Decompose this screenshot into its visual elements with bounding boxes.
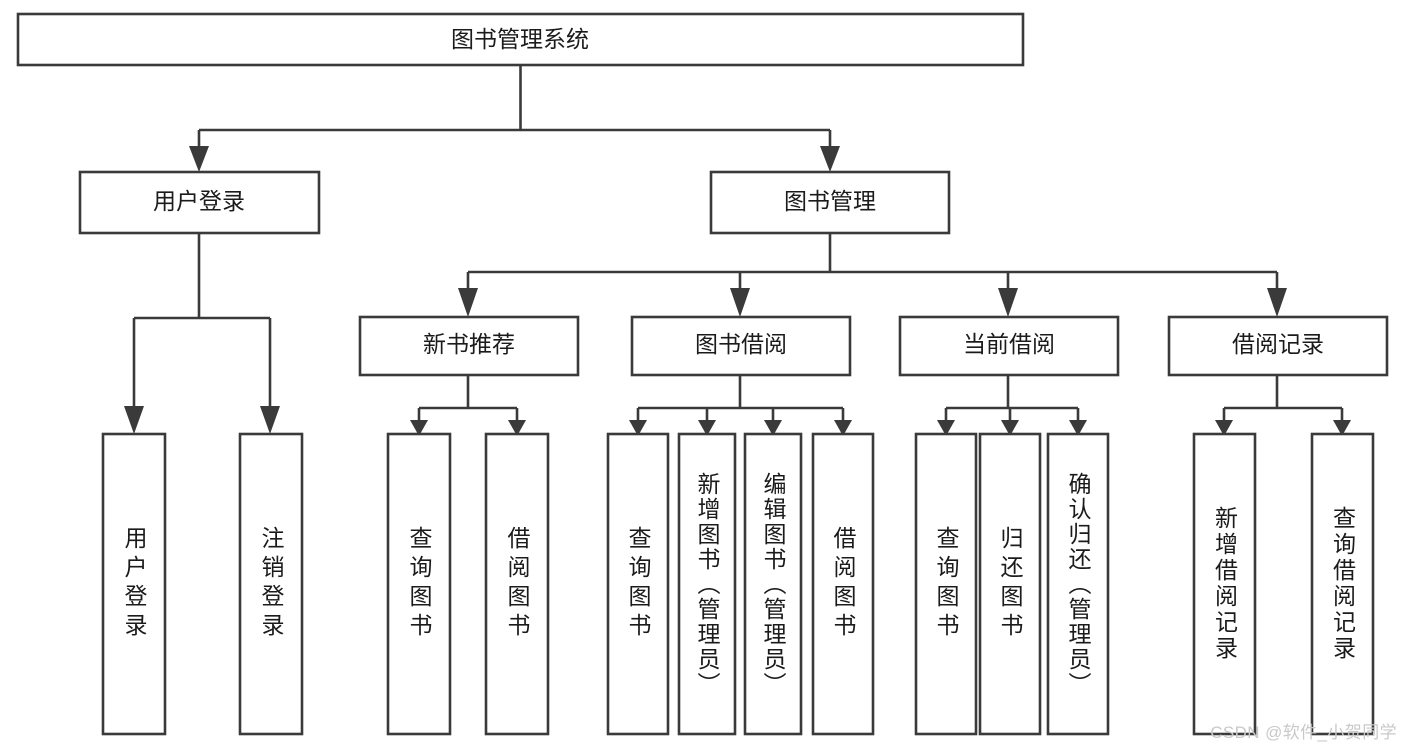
node-new-book-recommend[interactable]: 新书推荐 — [358, 315, 580, 377]
node-new-book-recommend-label: 新书推荐 — [423, 331, 515, 357]
arrowhead-br-leaf-2 — [1333, 420, 1351, 436]
leaf-group-new-book-recommend — [386, 432, 550, 736]
leaf-box-br-query-record[interactable] — [1310, 432, 1375, 736]
arrowhead-leaf-user-login — [124, 406, 144, 434]
arrowhead-nb-leaf-2 — [508, 420, 526, 436]
arrowhead-cb-leaf-2 — [1001, 420, 1019, 436]
leaf-box-user-login[interactable] — [101, 432, 167, 736]
arrowhead-new-book — [458, 288, 478, 317]
node-book-borrow[interactable]: 图书借阅 — [630, 315, 852, 377]
arrowhead-group — [124, 146, 1351, 436]
node-book-borrow-label: 图书借阅 — [695, 331, 787, 357]
leaf-box-bb-edit-book[interactable] — [743, 432, 803, 736]
leaf-box-nb-query-book[interactable] — [386, 432, 452, 736]
node-book-borrow-box[interactable] — [630, 315, 852, 377]
node-root-box[interactable] — [16, 12, 1025, 67]
leaf-box-logout[interactable] — [238, 432, 304, 736]
node-borrow-record[interactable]: 借阅记录 — [1167, 315, 1389, 377]
node-book-manage-box[interactable] — [709, 170, 951, 235]
leaf-box-cb-confirm-return[interactable] — [1046, 432, 1110, 736]
node-current-borrow-label: 当前借阅 — [963, 331, 1055, 357]
leaf-box-cb-query-book[interactable] — [914, 432, 978, 736]
leaf-group-current-borrow — [914, 432, 1110, 736]
node-current-borrow[interactable]: 当前借阅 — [898, 315, 1120, 377]
node-user-login-box[interactable] — [78, 170, 321, 235]
node-book-manage[interactable]: 图书管理 — [709, 170, 951, 235]
leaf-group-borrow-record — [1192, 432, 1375, 736]
arrowhead-user-login — [189, 146, 209, 172]
arrowhead-bb-leaf-1 — [629, 420, 647, 436]
leaf-group-book-borrow — [606, 432, 875, 736]
node-borrow-record-label: 借阅记录 — [1232, 331, 1324, 357]
node-current-borrow-box[interactable] — [898, 315, 1120, 377]
node-borrow-record-box[interactable] — [1167, 315, 1389, 377]
arrowhead-book-borrow — [730, 288, 750, 317]
node-book-manage-label: 图书管理 — [784, 188, 876, 214]
leaf-group-user-login — [101, 432, 304, 736]
leaf-box-bb-borrow-book[interactable] — [811, 432, 875, 736]
connector-group — [132, 65, 1344, 422]
leaf-box-cb-return-book[interactable] — [978, 432, 1042, 736]
arrowhead-cb-leaf-1 — [937, 420, 955, 436]
arrowhead-bb-leaf-2 — [698, 420, 716, 436]
node-root[interactable]: 图书管理系统 — [16, 12, 1025, 67]
node-user-login-label: 用户登录 — [153, 188, 245, 214]
node-user-login[interactable]: 用户登录 — [78, 170, 321, 235]
arrowhead-nb-leaf-1 — [410, 420, 428, 436]
leaf-box-bb-query-book[interactable] — [606, 432, 670, 736]
arrowhead-bb-leaf-4 — [834, 420, 852, 436]
leaf-box-nb-borrow-book[interactable] — [484, 432, 550, 736]
arrowhead-borrow-record — [1267, 288, 1287, 317]
leaf-box-br-add-record[interactable] — [1192, 432, 1257, 736]
arrowhead-br-leaf-1 — [1215, 420, 1233, 436]
leaf-box-bb-add-book[interactable] — [677, 432, 737, 736]
arrowhead-book-manage — [820, 146, 840, 172]
node-root-label: 图书管理系统 — [451, 26, 589, 52]
arrowhead-current-borrow — [998, 288, 1018, 317]
arrowhead-bb-leaf-3 — [764, 420, 782, 436]
arrowhead-leaf-logout — [260, 406, 280, 434]
arrowhead-cb-leaf-3 — [1069, 420, 1087, 436]
node-new-book-recommend-box[interactable] — [358, 315, 580, 377]
